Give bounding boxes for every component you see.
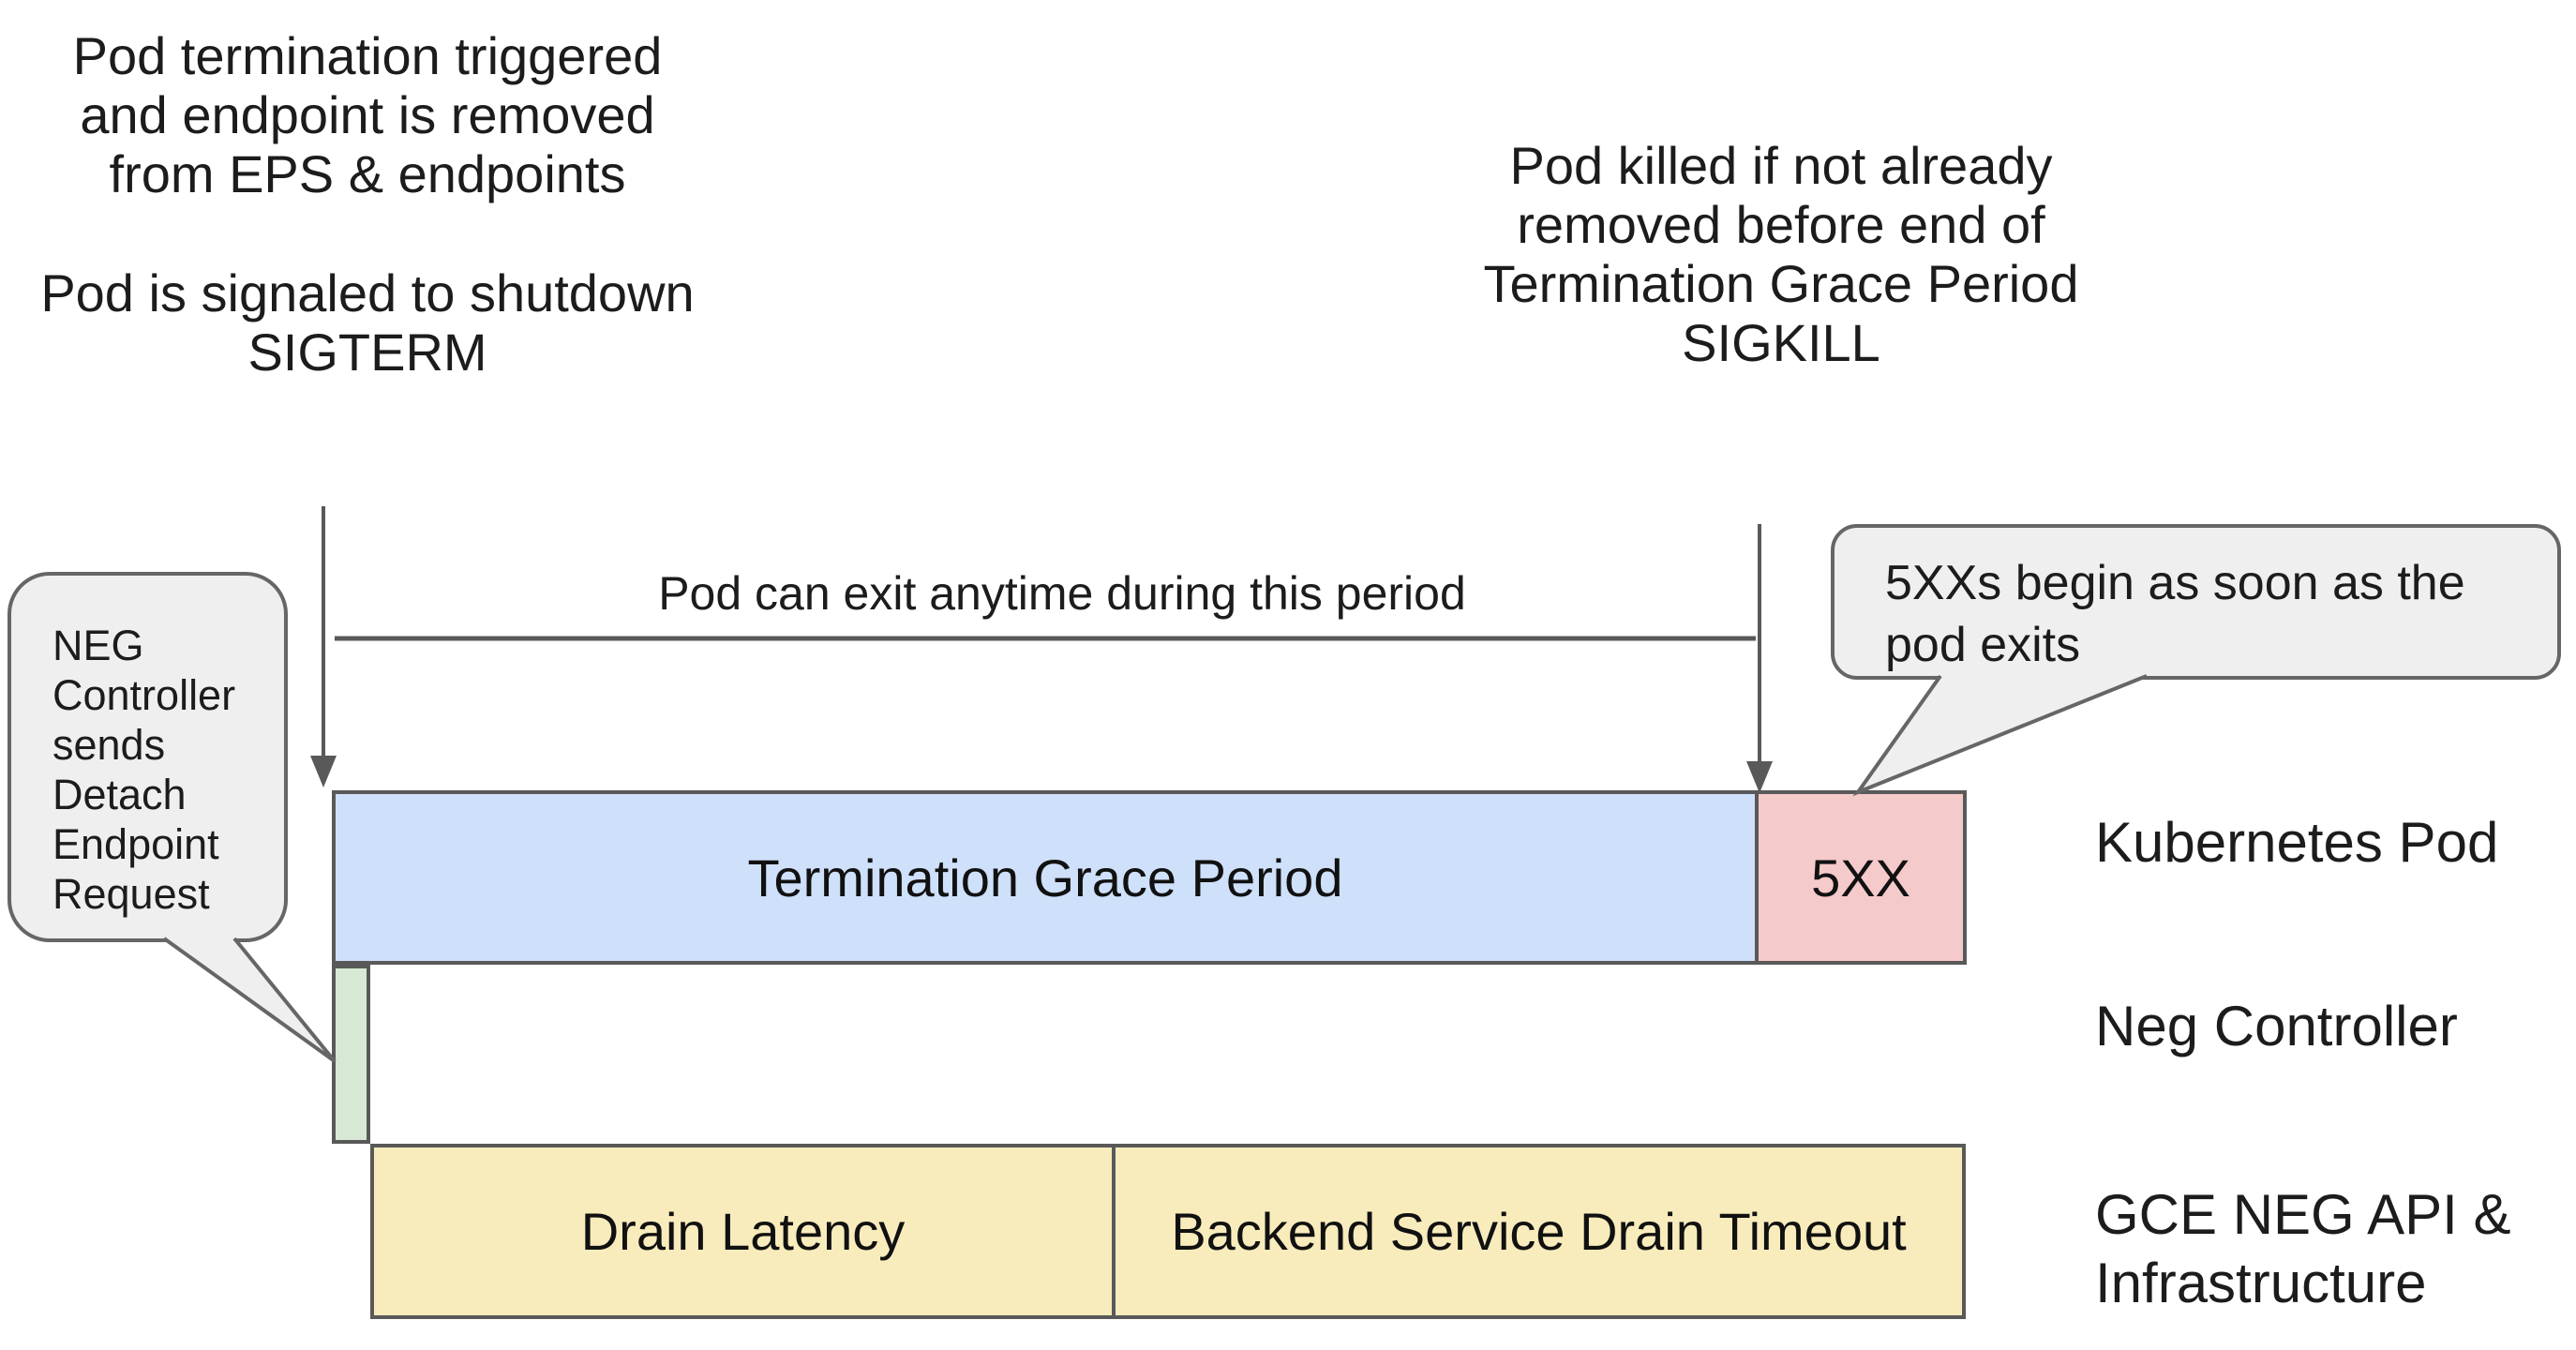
note-line: SIGTERM	[247, 322, 487, 382]
callout-line: sends	[52, 721, 166, 769]
row-label-line: Infrastructure	[2095, 1252, 2427, 1314]
callout-neg-controller-tail-border	[162, 937, 337, 1063]
bar-backend-service-drain-timeout: Backend Service Drain Timeout	[1116, 1144, 1966, 1319]
callout-line: pod exits	[1885, 618, 2081, 672]
callout-line: Request	[52, 870, 210, 918]
callout-neg-controller: NEG Controller sends Detach Endpoint Req…	[7, 572, 288, 942]
note-line: removed before end of	[1517, 195, 2045, 254]
callout-line: 5XXs begin as soon as the	[1885, 556, 2465, 610]
note-line: SIGKILL	[1682, 313, 1880, 372]
row-label-neg-controller: Neg Controller	[2095, 995, 2458, 1058]
bar-label: Backend Service Drain Timeout	[1171, 1202, 1907, 1261]
sigkill-arrowhead-icon	[1746, 761, 1773, 793]
bar-drain-latency: Drain Latency	[370, 1144, 1116, 1319]
note-line: Pod is signaled to shutdown	[40, 263, 695, 322]
row-label-kubernetes-pod: Kubernetes Pod	[2095, 811, 2499, 874]
note-line: Pod termination triggered	[72, 26, 663, 85]
callout-line: NEG	[52, 622, 144, 669]
callout-5xx: 5XXs begin as soon as the pod exits	[1831, 524, 2561, 680]
note-pod-killed-sigkill: Pod killed if not already removed before…	[1425, 136, 2137, 372]
bar-label: Drain Latency	[580, 1202, 906, 1261]
note-line: from EPS & endpoints	[109, 144, 626, 203]
bar-label: 5XX	[1811, 848, 1910, 908]
callout-5xx-tail	[1858, 674, 2147, 792]
bar-label: Termination Grace Period	[747, 848, 1343, 908]
bar-neg-detach-request	[332, 965, 370, 1144]
callout-line: Detach	[52, 771, 187, 818]
callout-5xx-tail-border	[1852, 674, 2148, 797]
callout-line: Controller	[52, 671, 236, 719]
note-pod-termination: Pod termination triggered and endpoint i…	[11, 26, 724, 203]
exit-span-label: Pod can exit anytime during this period	[658, 567, 1466, 620]
callout-neg-controller-tail	[164, 937, 335, 1061]
bar-5xx: 5XX	[1759, 790, 1967, 965]
note-line: Pod killed if not already	[1509, 136, 2053, 195]
callout-line: Endpoint	[52, 820, 219, 868]
sigterm-arrowhead-icon	[310, 756, 337, 788]
note-line: and endpoint is removed	[80, 85, 655, 144]
note-pod-signaled-sigterm: Pod is signaled to shutdown SIGTERM	[11, 263, 724, 382]
bar-termination-grace-period: Termination Grace Period	[332, 790, 1759, 965]
row-label-line: GCE NEG API &	[2095, 1183, 2511, 1246]
note-line: Termination Grace Period	[1483, 254, 2079, 313]
row-label-gce-neg-api: GCE NEG API & Infrastructure	[2095, 1180, 2510, 1317]
